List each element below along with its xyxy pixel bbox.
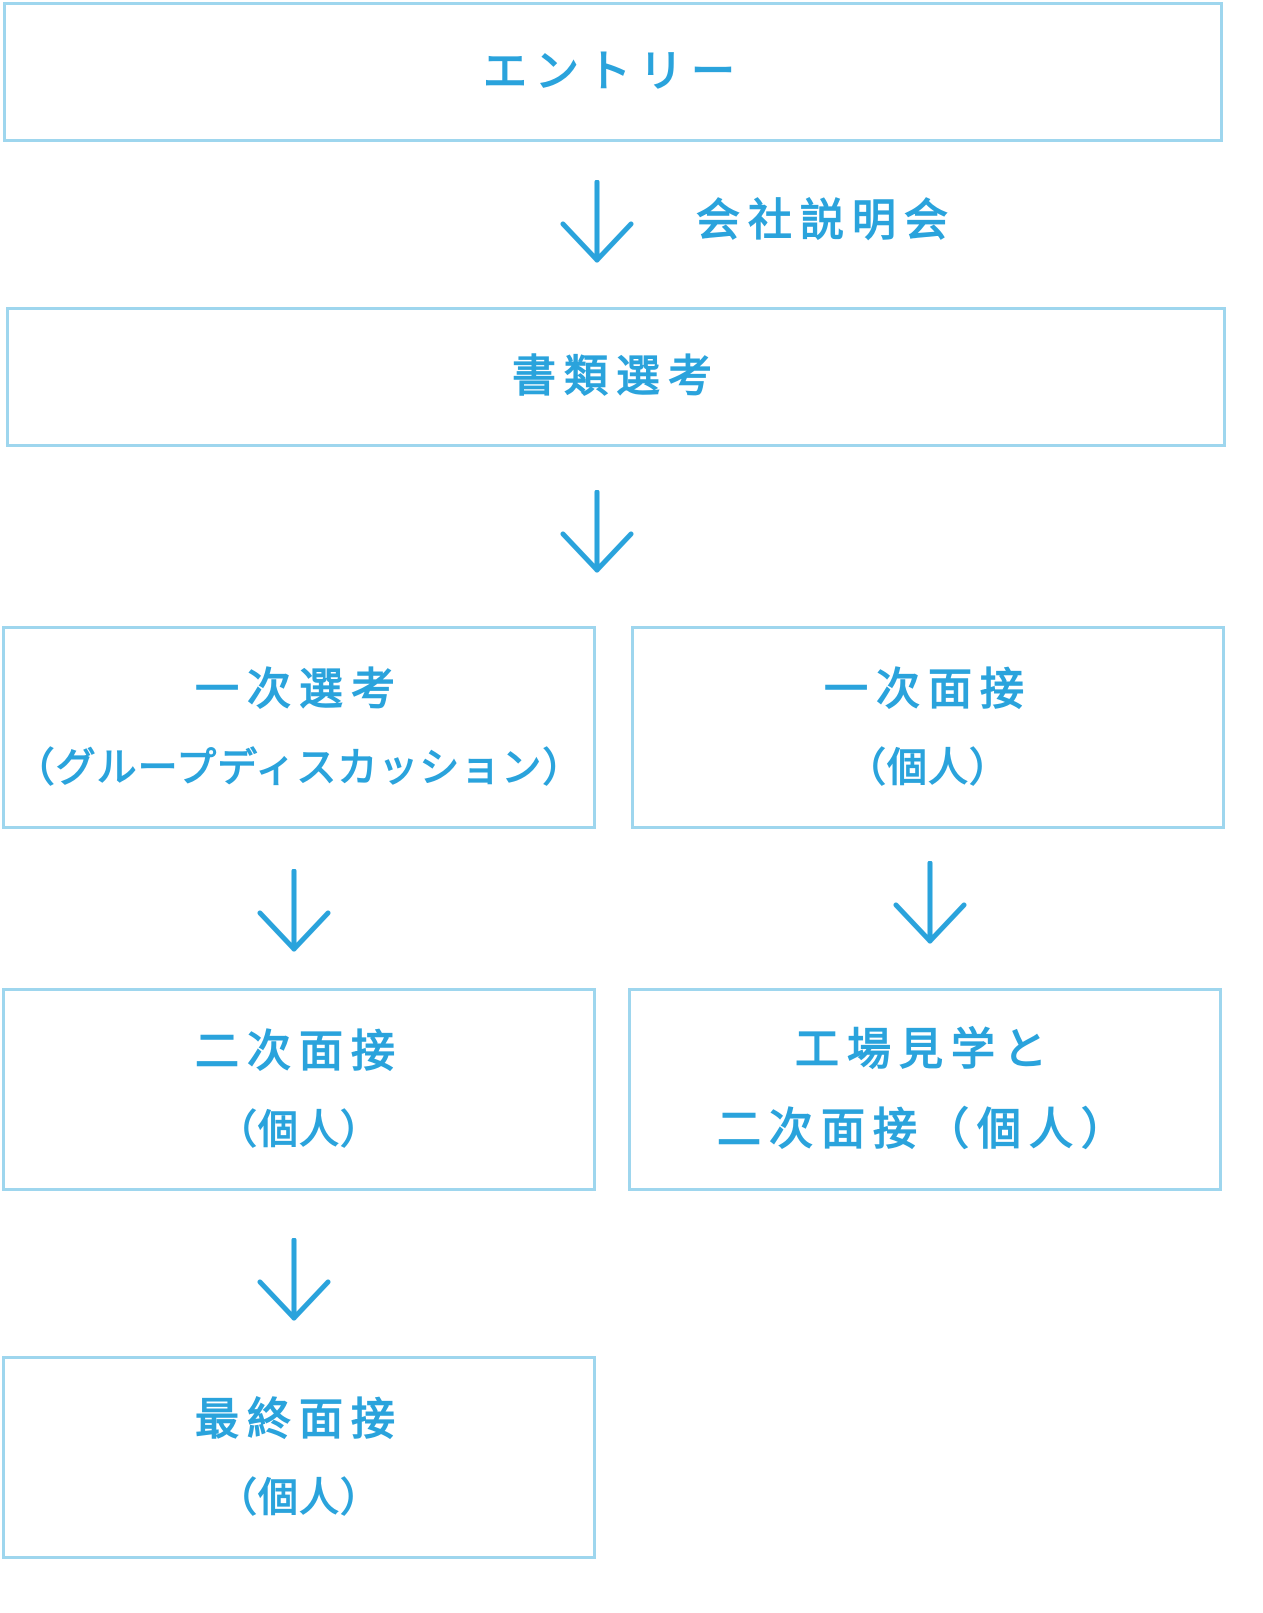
step-first-interview-subtitle: （個人）: [846, 744, 1010, 791]
step-final-interview: 最終面接 （個人）: [2, 1356, 596, 1559]
arrow-down-icon: [254, 1238, 334, 1324]
step-first-interview: 一次面接 （個人）: [631, 626, 1225, 829]
step-factory-tour: 工場見学と 二次面接（個人）: [628, 988, 1222, 1191]
arrow-down-icon: [890, 861, 970, 947]
arrow-down-icon: [254, 869, 334, 955]
step-second-interview-subtitle: （個人）: [217, 1106, 381, 1153]
step-first-selection-title: 一次選考: [195, 663, 403, 715]
step-first-selection: 一次選考 （グループディスカッション）: [2, 626, 596, 829]
step-entry-label: エントリー: [483, 46, 743, 97]
step-final-interview-title: 最終面接: [195, 1393, 403, 1445]
step-second-interview-title: 二次面接: [195, 1025, 403, 1077]
step-document-screening: 書類選考: [6, 307, 1226, 447]
step-second-interview: 二次面接 （個人）: [2, 988, 596, 1191]
arrow-down-icon: [557, 490, 637, 576]
arrow-down-icon: [557, 180, 637, 266]
step-final-interview-subtitle: （個人）: [217, 1474, 381, 1521]
info-session-label: 会社説明会: [696, 195, 956, 246]
step-document-screening-label: 書類選考: [512, 351, 720, 402]
step-first-interview-title: 一次面接: [824, 663, 1032, 715]
step-factory-tour-title: 工場見学と: [795, 1023, 1055, 1075]
step-entry: エントリー: [3, 2, 1223, 142]
step-factory-tour-subtitle: 二次面接（個人）: [717, 1103, 1133, 1155]
step-first-selection-subtitle: （グループディスカッション）: [14, 744, 584, 791]
